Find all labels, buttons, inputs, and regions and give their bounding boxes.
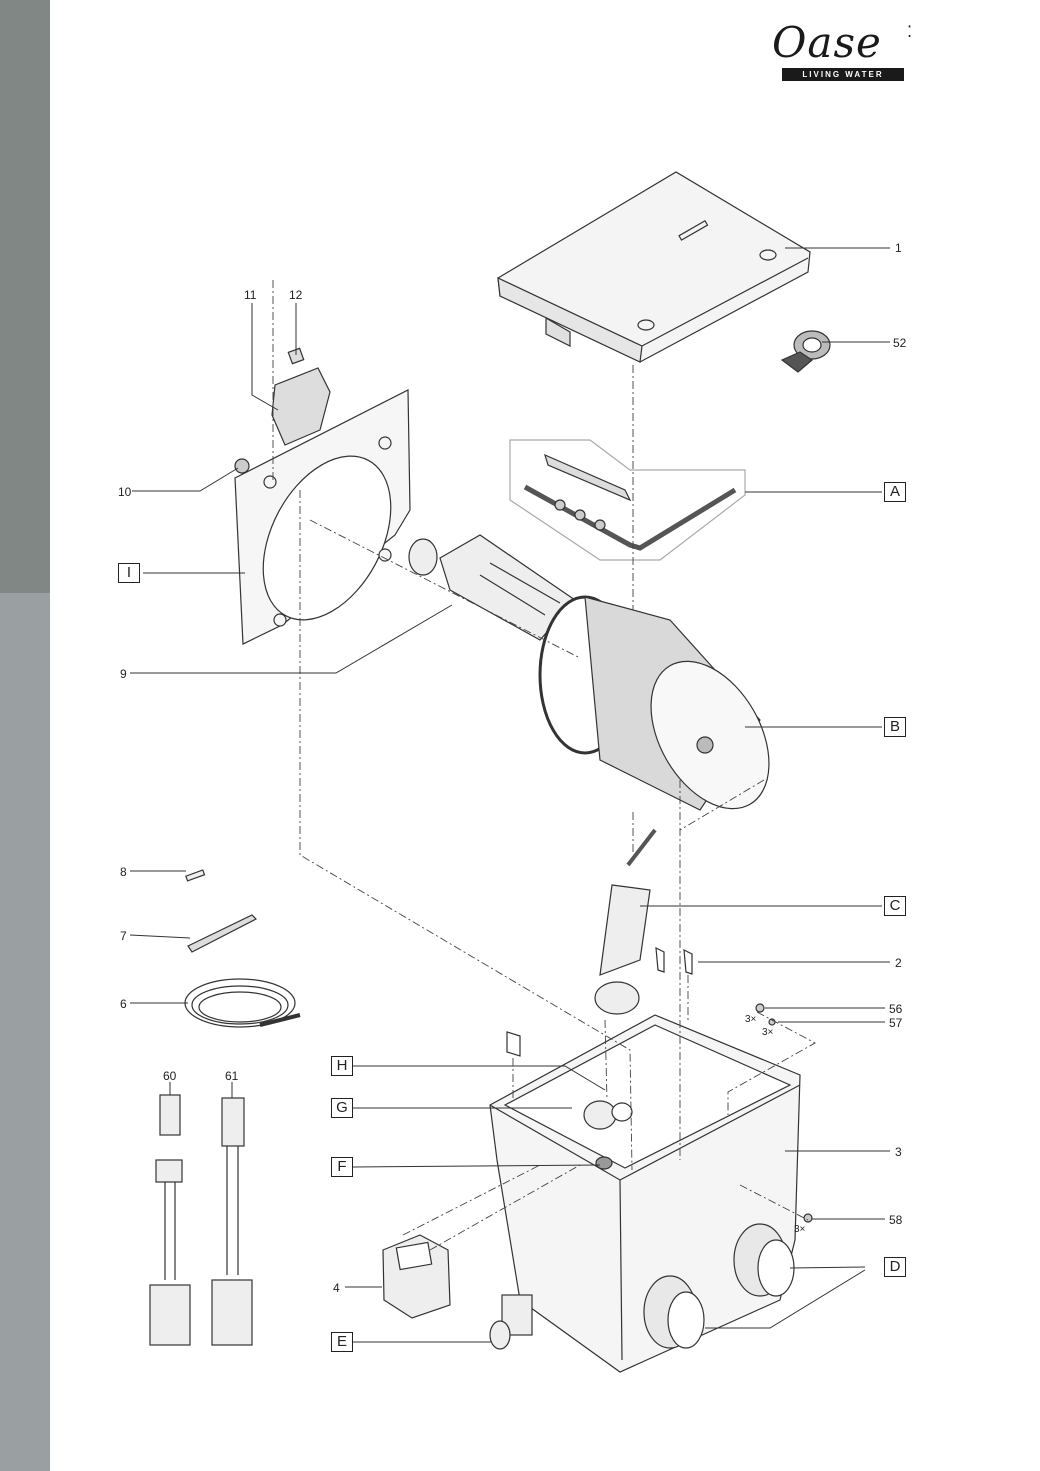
assembly-label-b: B bbox=[884, 717, 906, 737]
assembly-a-parts bbox=[523, 453, 737, 551]
part-label-1: 1 bbox=[895, 241, 902, 255]
part-label-58: 58 bbox=[889, 1213, 903, 1227]
quantity-58: 3× bbox=[794, 1224, 806, 1235]
brand-logo: Oase ⁚ LIVING WATER bbox=[770, 14, 920, 84]
part-label-8: 8 bbox=[120, 865, 127, 879]
fuse-part bbox=[185, 869, 206, 882]
quantity-56: 3× bbox=[745, 1014, 757, 1025]
housing-part bbox=[489, 1014, 801, 1373]
part-label-10: 10 bbox=[118, 485, 132, 499]
assembly-label-g: G bbox=[331, 1098, 353, 1118]
leader-lines bbox=[129, 247, 890, 1343]
plug-part-58 bbox=[803, 1213, 813, 1223]
part-label-11: 11 bbox=[244, 288, 257, 302]
part-label-57: 57 bbox=[889, 1016, 903, 1030]
drum-assembly-part bbox=[538, 595, 770, 811]
assembly-label-a: A bbox=[884, 482, 906, 502]
clip-part-h bbox=[506, 1031, 521, 1057]
assembly-label-h: H bbox=[331, 1056, 353, 1076]
brand-wordmark: Oase bbox=[772, 18, 882, 67]
part-label-56: 56 bbox=[889, 1002, 903, 1016]
nut-part-10 bbox=[234, 458, 250, 474]
part-label-12: 12 bbox=[289, 288, 303, 302]
tape-roll-part bbox=[780, 330, 831, 373]
part-label-61: 61 bbox=[225, 1069, 239, 1083]
assembly-label-c: C bbox=[884, 896, 906, 916]
clip-part-2a bbox=[655, 946, 693, 975]
part-label-2: 2 bbox=[895, 956, 902, 970]
sidebar-band-bottom bbox=[0, 593, 50, 1471]
control-unit-part bbox=[382, 1234, 451, 1319]
ground-spike-part bbox=[187, 914, 258, 953]
lid-part bbox=[497, 171, 811, 363]
assembly-label-f: F bbox=[331, 1157, 353, 1177]
sidebar-band-top bbox=[0, 0, 50, 593]
part-label-60: 60 bbox=[163, 1069, 177, 1083]
mounting-plate-part bbox=[234, 389, 411, 645]
assembly-label-i: I bbox=[118, 563, 140, 583]
uvc-assembly-part bbox=[594, 828, 657, 1015]
part-label-4: 4 bbox=[333, 1281, 340, 1295]
part-label-52: 52 bbox=[893, 336, 907, 350]
part-label-6: 6 bbox=[120, 997, 127, 1011]
brand-dots-icon: ⁚ bbox=[907, 24, 913, 41]
assembly-a-outline bbox=[509, 439, 746, 561]
cable-coil-part bbox=[184, 978, 301, 1028]
part-label-3: 3 bbox=[895, 1145, 902, 1159]
outlet-fittings-part bbox=[643, 1223, 795, 1349]
connector-part-60 bbox=[149, 1094, 191, 1346]
screw-part-56 bbox=[755, 1003, 765, 1013]
part-label-9: 9 bbox=[120, 667, 127, 681]
connector-part-61 bbox=[211, 1097, 253, 1346]
pump-motor-part bbox=[271, 347, 331, 446]
assembly-label-e: E bbox=[331, 1332, 353, 1352]
brand-tagline: LIVING WATER bbox=[782, 68, 904, 81]
part-label-7: 7 bbox=[120, 929, 127, 943]
quantity-57: 3× bbox=[762, 1027, 774, 1038]
assembly-label-d: D bbox=[884, 1257, 906, 1277]
valve-assembly-part bbox=[489, 1294, 533, 1350]
